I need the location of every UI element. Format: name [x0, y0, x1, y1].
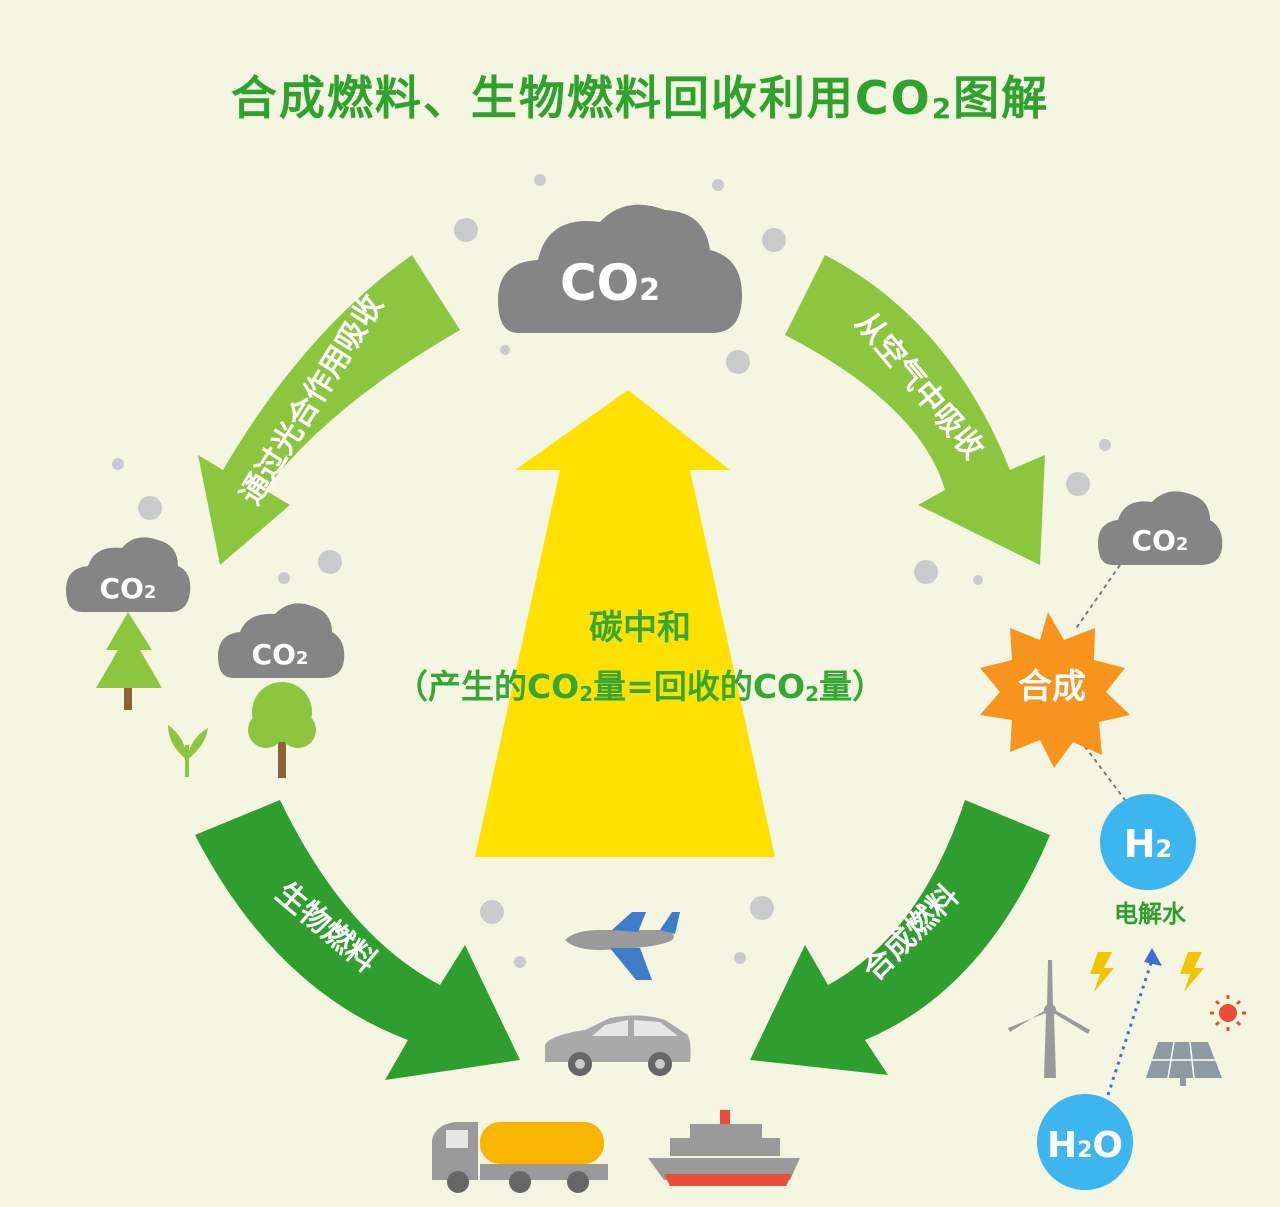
solar-panel-icon	[1146, 1041, 1222, 1086]
svg-text:H2: H2	[1124, 822, 1173, 866]
biofuel-arrow	[195, 800, 520, 1080]
svg-text:合成: 合成	[1018, 667, 1086, 707]
electrolysis-arrowhead	[1144, 948, 1162, 966]
svg-text:CO2: CO2	[252, 638, 309, 671]
lightning-icon	[1090, 952, 1114, 992]
electrolysis-arrow	[1106, 959, 1154, 1096]
carbon-neutral-definition: （产生的CO2量=回收的CO2量）	[394, 667, 886, 706]
page-title: 合成燃料、生物燃料回收利用CO2图解	[230, 71, 1050, 125]
arrow-label-photosynthesis: 通过光合作用吸收	[234, 289, 391, 511]
air-capture-arrow	[785, 255, 1045, 565]
lightning-icon	[1180, 952, 1204, 992]
conifer-tree-icon	[96, 612, 162, 710]
co2-cloud-right: CO2	[1098, 491, 1223, 565]
connector-line	[1074, 564, 1121, 631]
wind-turbine-icon	[1008, 960, 1090, 1078]
h2o-circle: H2O	[1037, 1094, 1133, 1190]
car-icon	[545, 1015, 691, 1076]
co2-cloud-top: CO2	[498, 204, 742, 333]
svg-text:CO2: CO2	[100, 572, 157, 605]
airplane-icon	[565, 912, 680, 980]
svg-text:CO2: CO2	[1132, 524, 1189, 557]
carbon-neutral-label: 碳中和	[589, 608, 691, 648]
ship-icon	[648, 1110, 800, 1186]
photosynthesis-arrow	[198, 255, 460, 565]
sprout-icon	[168, 725, 208, 777]
carbon-neutral-arrow	[475, 390, 775, 857]
synthetic-fuel-arrow	[750, 800, 1050, 1075]
round-tree-icon	[248, 682, 316, 778]
decorative-dots	[112, 174, 1111, 968]
svg-text:CO2: CO2	[560, 254, 660, 312]
synthesis-burst: 合成	[980, 612, 1130, 768]
svg-text:H2O: H2O	[1047, 1125, 1123, 1166]
h2-circle: H2	[1100, 794, 1196, 890]
electrolysis-label: 电解水	[1114, 900, 1187, 928]
co2-cloud-left: CO2	[66, 537, 191, 612]
sun-icon	[1210, 995, 1246, 1031]
connector-line	[1079, 739, 1126, 801]
tanker-truck-icon	[432, 1122, 608, 1193]
co2-cloud-round-tree: CO2	[218, 603, 345, 678]
